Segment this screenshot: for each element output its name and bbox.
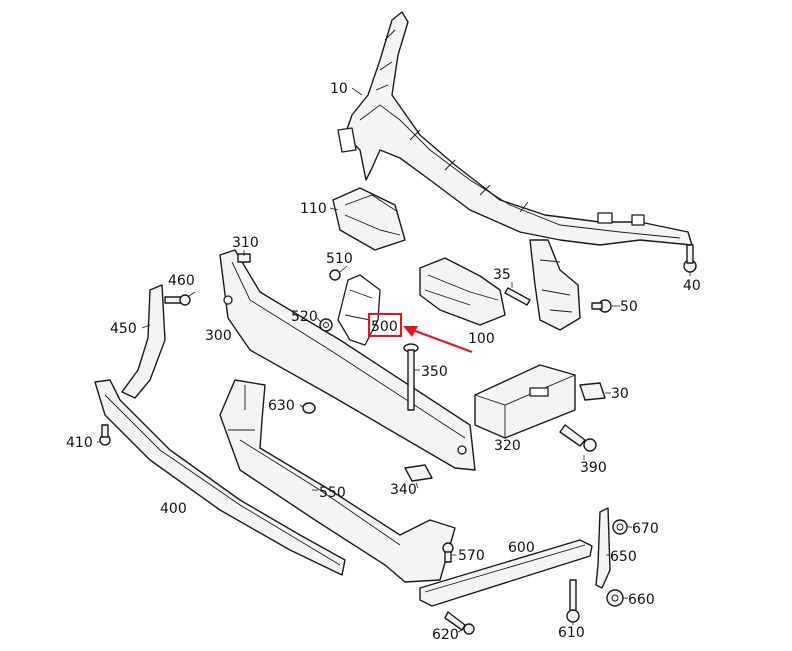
part-340-clip xyxy=(404,464,433,482)
label-600: 600 xyxy=(508,540,535,556)
label-400: 400 xyxy=(160,501,187,517)
label-650: 650 xyxy=(610,549,637,565)
part-520-nut xyxy=(319,318,333,332)
label-500: 500 xyxy=(371,319,398,335)
label-340: 340 xyxy=(390,482,417,498)
part-390-bolt xyxy=(559,424,597,452)
label-350: 350 xyxy=(421,364,448,380)
label-620: 620 xyxy=(432,627,459,643)
highlight-callout xyxy=(368,313,473,354)
label-630: 630 xyxy=(268,398,295,414)
part-10-upper-crossmember xyxy=(337,11,693,331)
part-320-crash-box xyxy=(474,364,576,439)
label-550: 550 xyxy=(319,485,346,501)
part-600-lower-rail xyxy=(419,539,593,607)
label-520: 520 xyxy=(291,309,318,325)
label-460: 460 xyxy=(168,273,195,289)
part-100-air-duct xyxy=(419,257,506,326)
part-630-bushing xyxy=(302,402,316,414)
part-300-bumper-beam xyxy=(219,249,476,471)
part-50-screw xyxy=(591,299,612,313)
label-510: 510 xyxy=(326,251,353,267)
callout-labels: 10 110 310 510 35 50 40 460 450 300 520 … xyxy=(66,81,701,643)
part-610-bolt xyxy=(566,579,580,623)
label-570: 570 xyxy=(458,548,485,564)
leader-lines xyxy=(97,87,691,633)
part-400-lower-bar xyxy=(94,379,346,576)
label-390: 390 xyxy=(580,460,607,476)
label-50: 50 xyxy=(620,299,638,315)
label-110: 110 xyxy=(300,201,327,217)
part-30-clip xyxy=(579,382,606,401)
label-100: 100 xyxy=(468,331,495,347)
part-410-bolt xyxy=(99,424,111,446)
label-35: 35 xyxy=(493,267,511,283)
part-670-nut xyxy=(612,519,628,535)
part-35-bolt xyxy=(504,287,531,306)
part-650-strip xyxy=(595,507,611,589)
label-610: 610 xyxy=(558,625,585,641)
part-40-bolt xyxy=(683,244,697,273)
label-10: 10 xyxy=(330,81,348,97)
label-310: 310 xyxy=(232,235,259,251)
part-350-bolt xyxy=(403,343,419,411)
label-450: 450 xyxy=(110,321,137,337)
label-410: 410 xyxy=(66,435,93,451)
highlight-arrow-head xyxy=(403,326,418,337)
label-320: 320 xyxy=(494,438,521,454)
label-670: 670 xyxy=(632,521,659,537)
part-460-screw xyxy=(164,294,191,306)
part-570-screw xyxy=(442,542,454,563)
part-660-washer xyxy=(606,589,624,607)
part-550-lower-crossmember xyxy=(219,379,456,583)
label-30: 30 xyxy=(611,386,629,402)
highlight-box xyxy=(368,313,402,337)
part-110-air-duct xyxy=(332,187,406,251)
label-40: 40 xyxy=(683,278,701,294)
label-300: 300 xyxy=(205,328,232,344)
part-450-bracket xyxy=(121,284,166,399)
highlight-arrow xyxy=(409,327,473,354)
label-660: 660 xyxy=(628,592,655,608)
